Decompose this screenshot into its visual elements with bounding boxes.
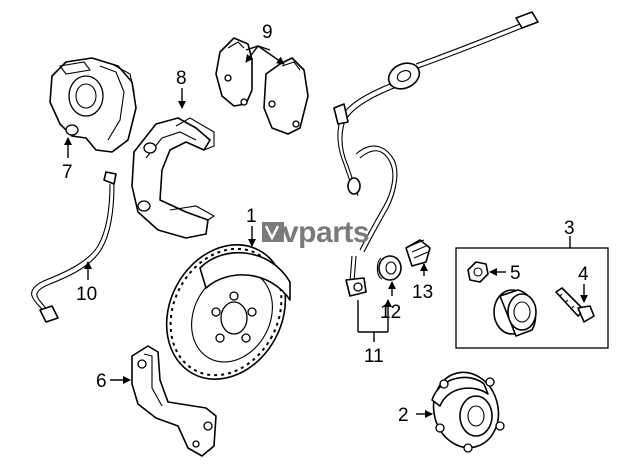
sensor-bushing [376, 255, 402, 281]
abs-speed-sensor [345, 255, 367, 297]
brake-rotor [165, 244, 291, 380]
hub-bolt [555, 287, 595, 323]
callout-8: 8 [176, 68, 187, 89]
watermark-brand: vparts [282, 216, 369, 249]
wheel-bearing [493, 289, 537, 337]
brake-pad-set [215, 37, 309, 135]
caliper-bracket [131, 117, 216, 239]
callout-13: 13 [412, 282, 433, 303]
callout-4: 4 [578, 264, 589, 285]
abs-sensor-harness [333, 11, 539, 253]
vparts-watermark: vparts [262, 216, 370, 249]
callout-2: 2 [398, 405, 409, 426]
callout-numbers: 1 2 3 4 5 6 7 8 9 10 11 12 13 [62, 22, 589, 426]
callout-10: 10 [76, 284, 97, 305]
brake-caliper [49, 57, 137, 153]
wheel-hub [431, 371, 505, 453]
callout-6: 6 [96, 371, 107, 392]
splash-shield [131, 345, 217, 457]
hub-nut [467, 261, 489, 283]
callout-5: 5 [510, 263, 521, 284]
callout-7: 7 [62, 162, 73, 183]
brake-hose [31, 171, 117, 323]
callout-1: 1 [246, 206, 257, 227]
callout-11: 11 [364, 346, 384, 367]
callout-3: 3 [564, 218, 575, 239]
hub-bearing-kit [455, 247, 609, 349]
connector-clip [405, 239, 431, 267]
callout-9: 9 [262, 22, 273, 43]
leader-lines [64, 45, 588, 418]
callout-12: 12 [380, 302, 401, 323]
